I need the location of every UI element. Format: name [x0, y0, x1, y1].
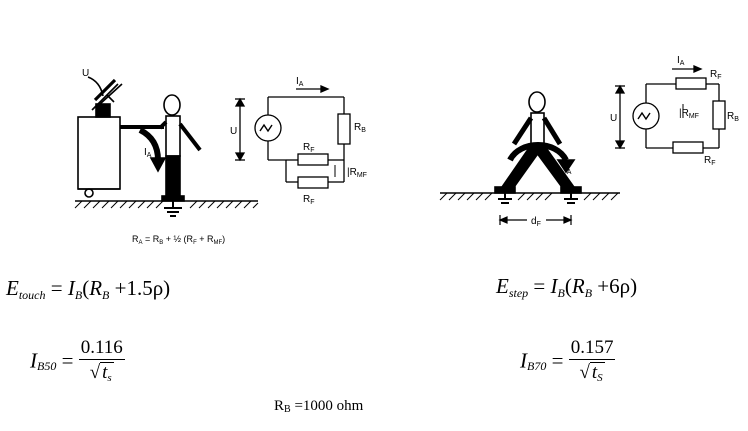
step-ground-hatch [439, 192, 619, 201]
step-rf-bottom-label: RF [704, 155, 716, 167]
step-rb-resistor [712, 100, 726, 130]
touch-ground-hatch [74, 200, 259, 209]
touch-current-arrow [138, 127, 161, 161]
ib70-equation: IB70 = 0.157 √tS [520, 337, 616, 384]
step-rb-label: RB [727, 111, 739, 123]
step-earth-symbol [498, 193, 578, 204]
ib50-fraction: 0.116 √ts [78, 337, 125, 384]
df-dimension [498, 215, 573, 225]
rmf-label: |RMF [347, 167, 367, 179]
rb-label: RB [354, 122, 366, 134]
step-scene [439, 91, 620, 225]
touch-person [158, 94, 202, 202]
step-rf-bottom [672, 141, 704, 154]
touch-circuit-u-label: U [230, 126, 237, 137]
equipment-enclosure [77, 116, 121, 190]
touch-current-label: IA [144, 147, 152, 159]
rf-top-label: RF [303, 142, 315, 154]
step-current-arrow [507, 142, 569, 162]
step-rmf-label: |RMF [679, 108, 699, 120]
rb-value-note: RB =1000 ohm [274, 398, 364, 415]
rb-resistor [337, 113, 351, 145]
rf-resistor-top [297, 153, 329, 166]
fault-bushing [91, 78, 123, 118]
ra-formula: RA = RB + ½ (RF + RMF) [132, 234, 225, 246]
touch-circuit-current-label: IA [296, 76, 304, 88]
equipment-foot-left [84, 188, 94, 198]
ib50-equation: IB50 = 0.116 √ts [30, 337, 125, 384]
step-rf-top-label: RF [710, 69, 722, 81]
rf-bottom-label: RF [303, 194, 315, 206]
step-circuit-u-label: U [610, 113, 617, 124]
touch-scene [74, 76, 259, 217]
step-circuit-current-label: IA [677, 55, 685, 67]
step-rf-top [675, 77, 707, 90]
step-voltage-equation: Estep = IB(RB +6ρ) [496, 274, 638, 300]
step-person [494, 91, 582, 194]
step-source [632, 102, 660, 130]
touch-voltage-label: U [82, 68, 89, 79]
touch-earth-symbol [164, 201, 182, 217]
voltage-leader [87, 76, 104, 97]
touch-circuit [234, 85, 351, 189]
touch-voltage-equation: Etouch = IB(RB +1.5ρ) [6, 276, 171, 302]
step-circuit [614, 65, 726, 154]
touch-source [254, 114, 282, 142]
step-distance-label: dF [531, 216, 541, 228]
rf-resistor-bottom [297, 176, 329, 189]
ib70-fraction: 0.157 √tS [568, 337, 616, 384]
step-current-label: IA [564, 164, 572, 176]
touch-current-arrow-head [149, 157, 167, 173]
